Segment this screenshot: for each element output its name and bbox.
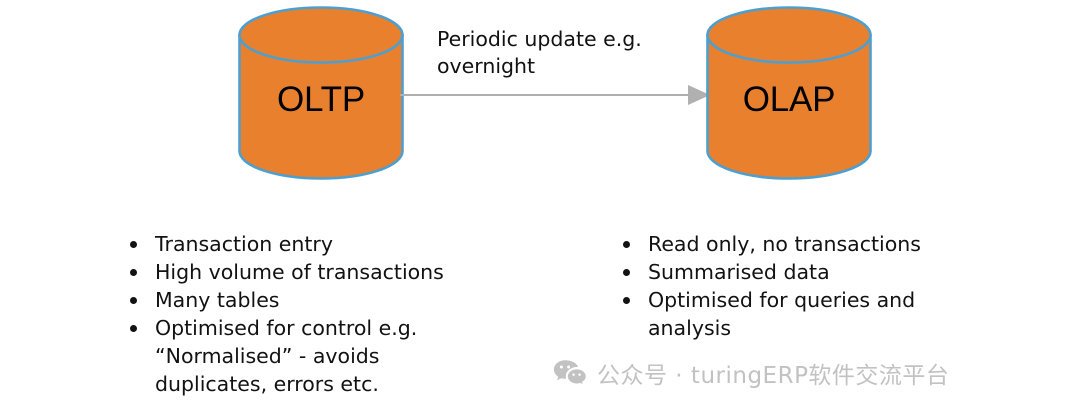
olap-characteristics-list: Read only, no transactions Summarised da… <box>621 230 1021 342</box>
diagram-canvas: OLTP Periodic update e.g. overnight OLAP <box>0 0 1080 200</box>
wechat-icon <box>553 360 587 387</box>
list-item: High volume of transactions <box>128 258 528 286</box>
list-item: Summarised data <box>621 258 1021 286</box>
database-cylinder-icon <box>706 6 872 180</box>
oltp-label: OLTP <box>276 80 366 119</box>
arrow-label: Periodic update e.g. overnight <box>437 27 642 78</box>
olap-label: OLAP <box>742 80 836 119</box>
list-item: Many tables <box>128 286 528 314</box>
oltp-database-node[interactable]: OLTP <box>237 5 405 181</box>
watermark: 公众号 · turingERP软件交流平台 <box>553 356 949 390</box>
database-cylinder-icon <box>238 6 404 180</box>
arrow-right-icon <box>400 85 710 105</box>
list-item: Read only, no transactions <box>621 230 1021 258</box>
list-item: Transaction entry <box>128 230 528 258</box>
watermark-text: 公众号 · turingERP软件交流平台 <box>597 363 950 389</box>
list-item: Optimised for queries and analysis <box>621 286 1021 342</box>
oltp-characteristics-list: Transaction entry High volume of transac… <box>128 230 528 398</box>
olap-database-node[interactable]: OLAP <box>705 5 873 181</box>
list-item: Optimised for control e.g. “Normalised” … <box>128 314 528 398</box>
